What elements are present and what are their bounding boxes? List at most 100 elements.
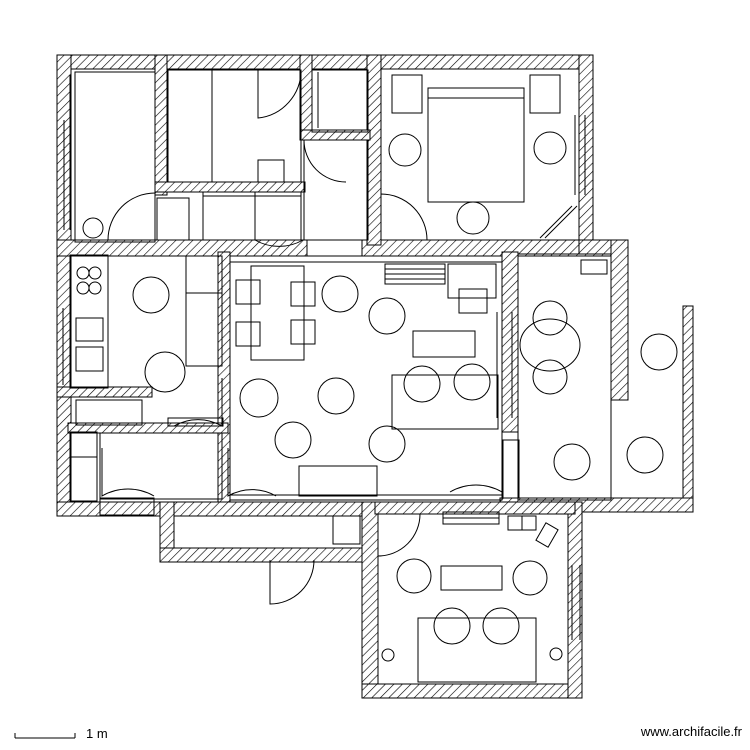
pillow-2l <box>433 607 471 645</box>
wall-annex-east <box>610 239 629 401</box>
dining-chair-4 <box>290 319 316 345</box>
nightstand-2l <box>381 648 395 662</box>
door-4 <box>254 192 304 247</box>
armchair-1 <box>239 378 279 418</box>
wc-room <box>311 69 369 133</box>
bottom-corridor <box>173 515 363 549</box>
coffee-table <box>412 330 476 358</box>
hob-4 <box>88 281 102 295</box>
kitchen-counter <box>69 254 109 389</box>
wall-h-corridor <box>154 181 306 193</box>
desk-chair <box>458 288 488 314</box>
wall-bottom-corridor-s <box>159 547 377 563</box>
annex-stool-3 <box>626 436 664 474</box>
door-3 <box>303 139 347 183</box>
wardrobe <box>167 69 302 183</box>
bottom-corridor-box <box>332 515 361 545</box>
annex-chair-2 <box>532 359 568 395</box>
tv-unit <box>298 465 378 497</box>
armchair-3 <box>274 421 312 459</box>
living-stool-1 <box>321 275 359 313</box>
small-box-2 <box>521 515 537 531</box>
wc-room-lower <box>303 139 369 241</box>
annex-room <box>517 253 612 501</box>
interior-lines <box>56 69 678 685</box>
bedroom2-stool-2 <box>512 560 548 596</box>
annex-stool-2 <box>553 443 591 481</box>
sofa-cushion-2 <box>453 363 491 401</box>
bench-2 <box>440 565 503 591</box>
bed-2 <box>417 617 537 683</box>
scale-label: 1 m <box>86 726 108 741</box>
wardrobe-item <box>257 159 285 183</box>
armchair-4 <box>368 425 406 463</box>
wall-bedroom2-west <box>361 501 379 699</box>
wall-h-kitchen-bath <box>56 386 153 398</box>
watermark: www.archifacile.fr <box>640 724 742 739</box>
door-11 <box>377 513 421 557</box>
bath-counter <box>167 417 224 427</box>
annex-chair-1 <box>532 300 568 336</box>
bedroom-pouf <box>456 201 490 235</box>
wall-bedroom2-south <box>361 683 583 699</box>
door-2 <box>257 69 302 119</box>
wall-v-living-east <box>501 251 519 433</box>
walls <box>56 54 694 699</box>
nightstand-2r <box>549 647 563 661</box>
scale-bar <box>14 733 76 739</box>
wall-south-left <box>56 501 378 517</box>
bath-small-2 <box>69 456 98 502</box>
door-10 <box>269 559 315 605</box>
washer <box>75 399 143 426</box>
small-box-1 <box>507 515 523 531</box>
wall-v-2 <box>299 54 313 136</box>
kitchen-stool-2 <box>144 351 186 393</box>
toilet <box>82 217 104 239</box>
doors <box>101 69 503 605</box>
armchair-2 <box>317 377 355 415</box>
bath-small-1 <box>69 431 98 458</box>
sofa-cushion-1 <box>403 365 441 403</box>
wall-east-upper <box>578 54 594 246</box>
hob-3 <box>76 281 90 295</box>
living-stool-2 <box>368 297 406 335</box>
closet-left <box>74 71 156 243</box>
annex-box <box>580 259 608 275</box>
fridge <box>185 255 223 367</box>
pillow-l <box>391 74 423 114</box>
door-1 <box>107 192 156 241</box>
wall-north <box>56 54 594 70</box>
dining-chair-1 <box>235 279 261 305</box>
annex-stool-1 <box>640 333 678 371</box>
door-7 <box>227 448 277 497</box>
dining-table <box>250 265 305 361</box>
lamp <box>535 522 559 548</box>
bedroom-2 <box>377 513 569 685</box>
shower-tray <box>156 197 190 241</box>
wall-annex-east2 <box>682 305 694 513</box>
nightstand-r <box>533 131 567 165</box>
oven <box>75 346 104 372</box>
sink <box>75 317 104 342</box>
door-5 <box>380 193 428 241</box>
door-6 <box>173 378 223 427</box>
dining-chair-3 <box>235 321 261 347</box>
kitchen-stool-1 <box>132 276 170 314</box>
pillow-r <box>529 74 561 114</box>
desk <box>447 263 497 299</box>
door-8 <box>449 440 503 493</box>
annex-cabinet <box>502 439 520 499</box>
bedroom2-stool-1 <box>396 558 432 594</box>
dining-chair-2 <box>290 281 316 307</box>
round-table <box>519 318 581 372</box>
bath-step <box>99 497 155 516</box>
door-9 <box>101 448 155 497</box>
sofa <box>391 374 499 430</box>
living-room <box>229 255 503 501</box>
bath-room <box>99 432 223 500</box>
nightstand-l <box>388 133 422 167</box>
bed-1 <box>427 87 525 203</box>
corridor-cabinet <box>202 191 302 241</box>
hob-1 <box>76 266 90 280</box>
